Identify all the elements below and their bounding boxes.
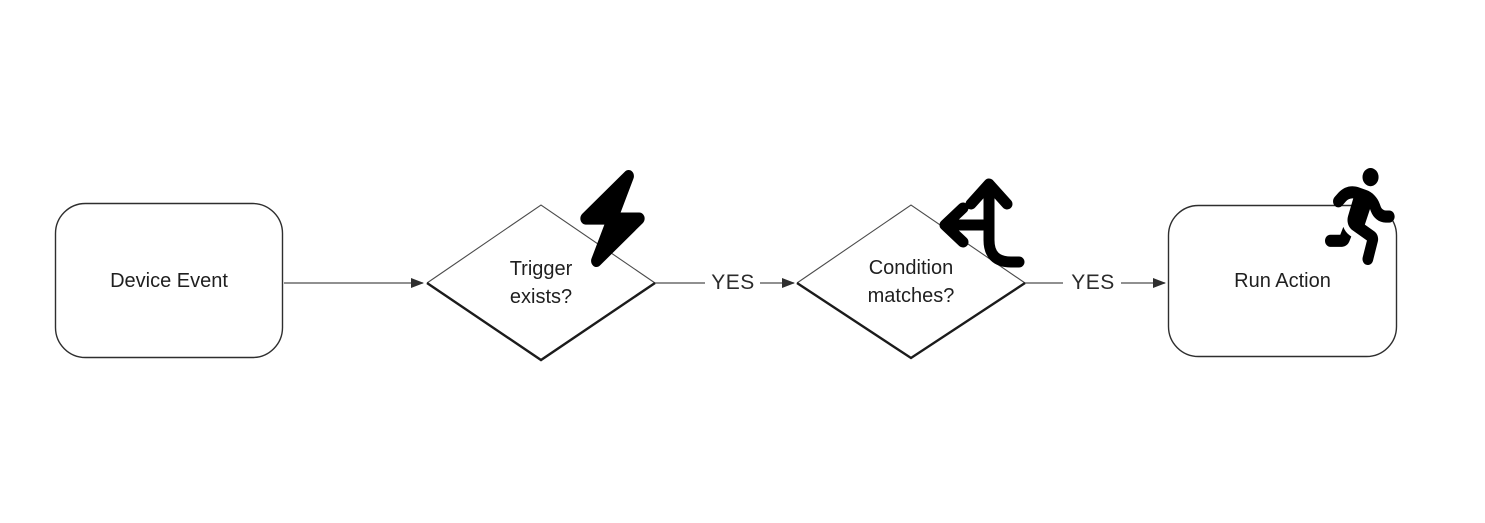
node-trigger-exists-bottom-edges [426, 282, 656, 362]
lightning-bolt-icon [580, 170, 645, 267]
node-condition-matches-top-edges [796, 204, 1026, 284]
person-running-icon [1325, 168, 1395, 265]
node-device-event-shape [54, 202, 284, 359]
node-condition-matches-bottom-edges [796, 281, 1026, 360]
node-trigger-exists-top-edges [426, 204, 656, 284]
arrows-split-up-left-icon [939, 178, 1025, 268]
